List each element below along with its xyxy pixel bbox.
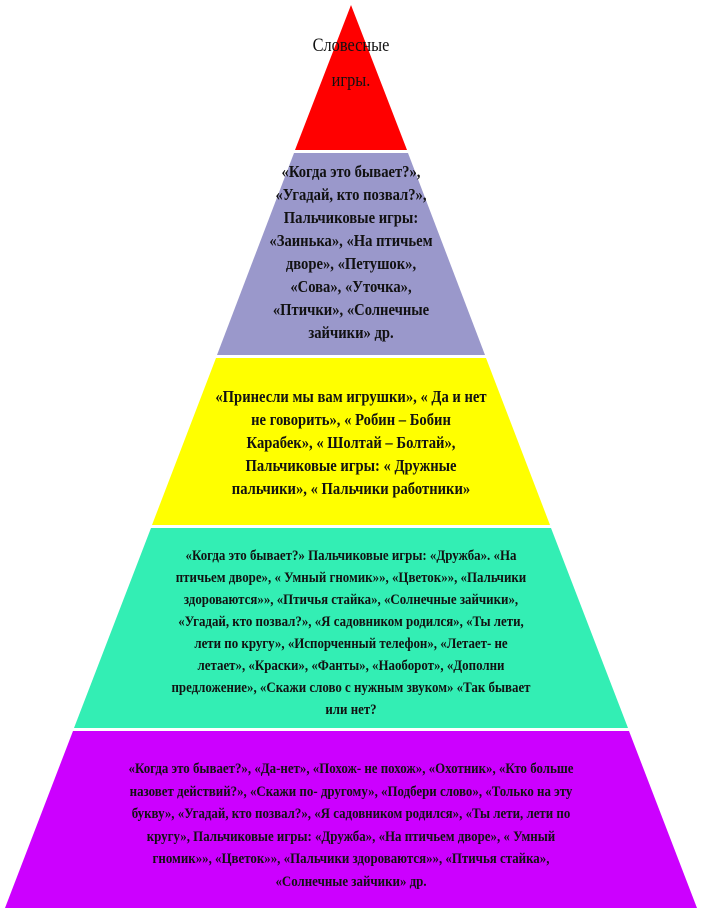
tier-1-line: «Угадай, кто позвал?», [275, 185, 427, 204]
tier-0-shape [295, 5, 407, 150]
tier-2-line: не говорить», « Робин – Бобин [251, 410, 451, 429]
tier-1-line: «Птички», «Солнечные [272, 300, 430, 319]
tier-3-line: «Когда это бывает?» Пальчиковые игры: «Д… [185, 548, 517, 564]
tier-4-line: «Солнечные зайчики» др. [275, 873, 427, 890]
tier-1-line: Пальчиковые игры: [283, 208, 419, 227]
tier-1-line: «Сова», «Уточка», [290, 277, 412, 296]
tier-1-shape [217, 153, 485, 355]
tier-3-text: «Когда это бывает?» Пальчиковые игры: «Д… [0, 545, 702, 721]
tier-0-line: игры. [331, 70, 371, 91]
tier-3-line: или нет? [325, 702, 377, 718]
tier-1-line: зайчики» др. [308, 323, 394, 342]
tier-1-line: «Когда это бывает?», [281, 162, 421, 181]
tier-2-line: Пальчиковые игры: « Дружные [245, 456, 457, 475]
tier-2-line: Карабек», « Шолтай – Болтай», [246, 433, 456, 452]
tier-0-text: Словесные игры. [0, 28, 702, 98]
tier-3-line: предложение», «Скажи слово с нужным звук… [171, 680, 531, 696]
tier-3-line: «Угадай, кто позвал?», «Я садовником род… [178, 614, 524, 630]
tier-1-line: «Заинька», «На птичьем [269, 231, 433, 250]
tier-1-line: дворе», «Петушок», [285, 254, 417, 273]
tier-4-line: гномик»», «Цветок»», «Пальчики здоровают… [152, 851, 550, 867]
tier-0-line: Словесные [312, 35, 390, 56]
tier-4-text: «Когда это бывает?», «Да-нет», «Похож- н… [0, 758, 702, 893]
tier-1-text: «Когда это бывает?», «Угадай, кто позвал?… [0, 160, 702, 344]
tier-4-line: кругу», Пальчиковые игры: «Дружба», «На … [146, 828, 556, 845]
tier-2-line: «Принесли мы вам игрушки», « Да и нет [215, 387, 487, 406]
tier-2-shape [152, 358, 550, 525]
tier-2-text: «Принесли мы вам игрушки», « Да и нет не … [0, 385, 702, 500]
tier-4-shape [5, 731, 697, 908]
tier-2-line: пальчики», « Пальчики работники» [231, 479, 471, 498]
tier-4-line: назовет действий?», «Скажи по- другому»,… [129, 783, 573, 800]
tier-3-line: лети по кругу», «Испорченный телефон», «… [194, 636, 508, 652]
tier-3-shape [74, 528, 628, 728]
tier-3-line: летает», «Краски», «Фанты», «Наоборот», … [197, 658, 505, 674]
tier-4-line: букву», «Угадай, кто позвал?», «Я садовн… [131, 806, 571, 822]
tier-3-line: здороваются»», «Птичья стайка», «Солнечн… [183, 592, 519, 608]
tier-3-line: птичьем дворе», « Умный гномик»», «Цвето… [175, 570, 527, 586]
tier-4-line: «Когда это бывает?», «Да-нет», «Похож- н… [128, 761, 574, 777]
